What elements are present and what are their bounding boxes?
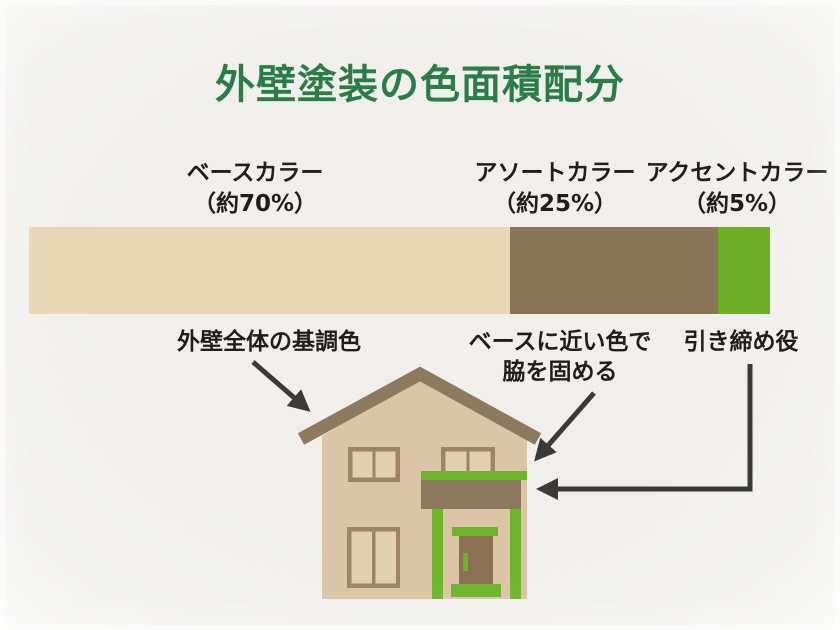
window-lower-left-icon <box>347 527 400 588</box>
balcony-green-strip <box>421 471 527 480</box>
entrance-canopy <box>421 480 521 509</box>
arrow-base-to-roof <box>251 360 311 412</box>
front-door-icon <box>451 527 501 597</box>
note-assort-color-line2: 脇を固める <box>502 359 618 385</box>
label-assort-color-name: アソートカラー <box>474 160 636 186</box>
note-base-color: 外壁全体の基調色 <box>119 327 419 357</box>
arrow-assort-to-balcony <box>534 391 596 462</box>
label-assort-color-percent: （約25%） <box>492 191 618 217</box>
page-title: 外壁塗装の色面積配分 <box>215 62 625 108</box>
note-assort-color: ベースに近い色で 脇を固める <box>410 327 710 387</box>
bar-segment-base <box>29 227 510 314</box>
bar-segment-accent <box>718 227 770 314</box>
arrow-accent-to-door <box>536 364 753 500</box>
label-base-color-name: ベースカラー <box>186 160 324 186</box>
house-roof <box>297 366 542 445</box>
label-base-color: ベースカラー （約70%） <box>105 158 405 220</box>
label-accent-color-name: アクセントカラー <box>645 160 829 186</box>
entrance-left-green-strip <box>432 509 443 599</box>
label-assort-color: アソートカラー （約25%） <box>405 158 705 220</box>
note-accent-color: 引き締め役 <box>611 327 840 357</box>
color-ratio-bar <box>29 227 770 314</box>
note-assort-color-line1: ベースに近い色で <box>468 329 652 355</box>
entrance-right-green-strip <box>510 509 521 599</box>
house <box>297 366 542 599</box>
label-accent-color-percent: （約5%） <box>682 191 792 217</box>
label-base-color-percent: （約70%） <box>192 191 318 217</box>
note-accent-color-line1: 引き締め役 <box>683 329 799 355</box>
window-upper-left-icon <box>348 447 400 482</box>
label-accent-color: アクセントカラー （約5%） <box>607 158 840 220</box>
bar-segment-assort <box>510 227 718 314</box>
note-base-color-line1: 外壁全体の基調色 <box>177 329 361 355</box>
